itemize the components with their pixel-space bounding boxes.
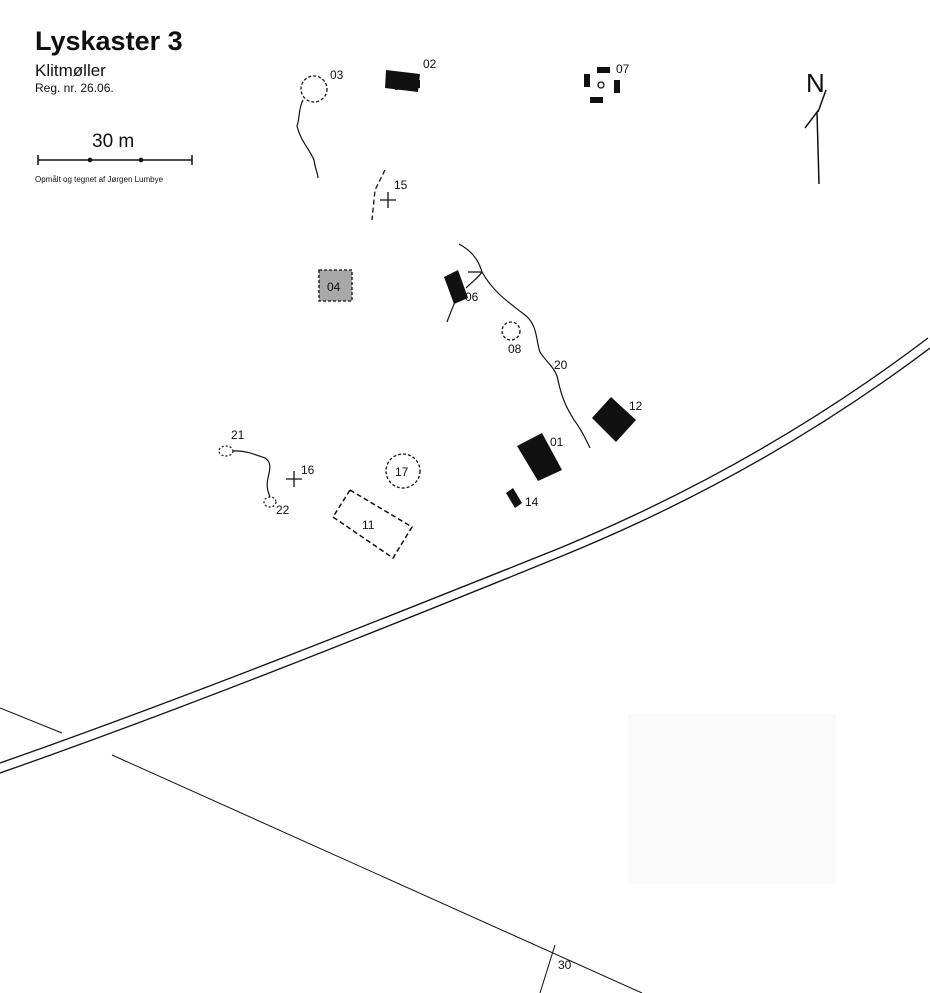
label-06: 06 bbox=[465, 290, 479, 304]
trail-21-22 bbox=[232, 450, 271, 498]
field-boundaries bbox=[0, 707, 643, 993]
scale-bar bbox=[37, 155, 193, 165]
registration-number: Reg. nr. 26.06. bbox=[35, 81, 114, 95]
feature-30: 30 bbox=[558, 958, 572, 972]
road bbox=[0, 337, 930, 774]
label-08: 08 bbox=[508, 342, 522, 356]
label-11: 11 bbox=[362, 518, 375, 532]
label-15: 15 bbox=[394, 178, 408, 192]
feature-14: 14 bbox=[506, 488, 539, 509]
label-07: 07 bbox=[616, 62, 630, 76]
label-03: 03 bbox=[330, 68, 344, 82]
faint-patch bbox=[628, 714, 836, 884]
label-20: 20 bbox=[554, 358, 568, 372]
feature-04: 04 bbox=[318, 269, 353, 302]
label-21: 21 bbox=[231, 428, 245, 442]
feature-12: 12 bbox=[592, 397, 643, 442]
label-22: 22 bbox=[276, 503, 290, 517]
feature-15: 15 bbox=[371, 169, 408, 221]
feature-02: 02 bbox=[385, 57, 437, 92]
label-30: 30 bbox=[558, 958, 572, 972]
label-01: 01 bbox=[550, 435, 564, 449]
feature-17: 17 bbox=[385, 453, 421, 489]
north-arrow: N bbox=[804, 68, 827, 185]
feature-01: 01 bbox=[517, 433, 564, 481]
label-17: 17 bbox=[395, 465, 409, 479]
label-16: 16 bbox=[301, 463, 315, 477]
label-12: 12 bbox=[629, 399, 643, 413]
north-letter: N bbox=[806, 68, 825, 98]
label-14: 14 bbox=[525, 495, 539, 509]
label-04: 04 bbox=[327, 280, 341, 294]
feature-11: 11 bbox=[331, 488, 414, 560]
feature-03: 03 bbox=[296, 68, 344, 179]
feature-07: 07 bbox=[584, 62, 630, 103]
feature-20: 20 bbox=[481, 271, 591, 449]
place-name: Klitmøller bbox=[35, 61, 106, 80]
label-02: 02 bbox=[423, 57, 437, 71]
map-title: Lyskaster 3 bbox=[35, 26, 183, 56]
feature-22: 22 bbox=[263, 496, 290, 517]
feature-08: 08 bbox=[501, 321, 522, 356]
feature-06: 06 bbox=[444, 243, 483, 323]
scale-label: 30 m bbox=[92, 131, 135, 152]
feature-16: 16 bbox=[286, 463, 315, 487]
survey-credit: Opmålt og tegnet af Jørgen Lumbye bbox=[35, 175, 164, 184]
